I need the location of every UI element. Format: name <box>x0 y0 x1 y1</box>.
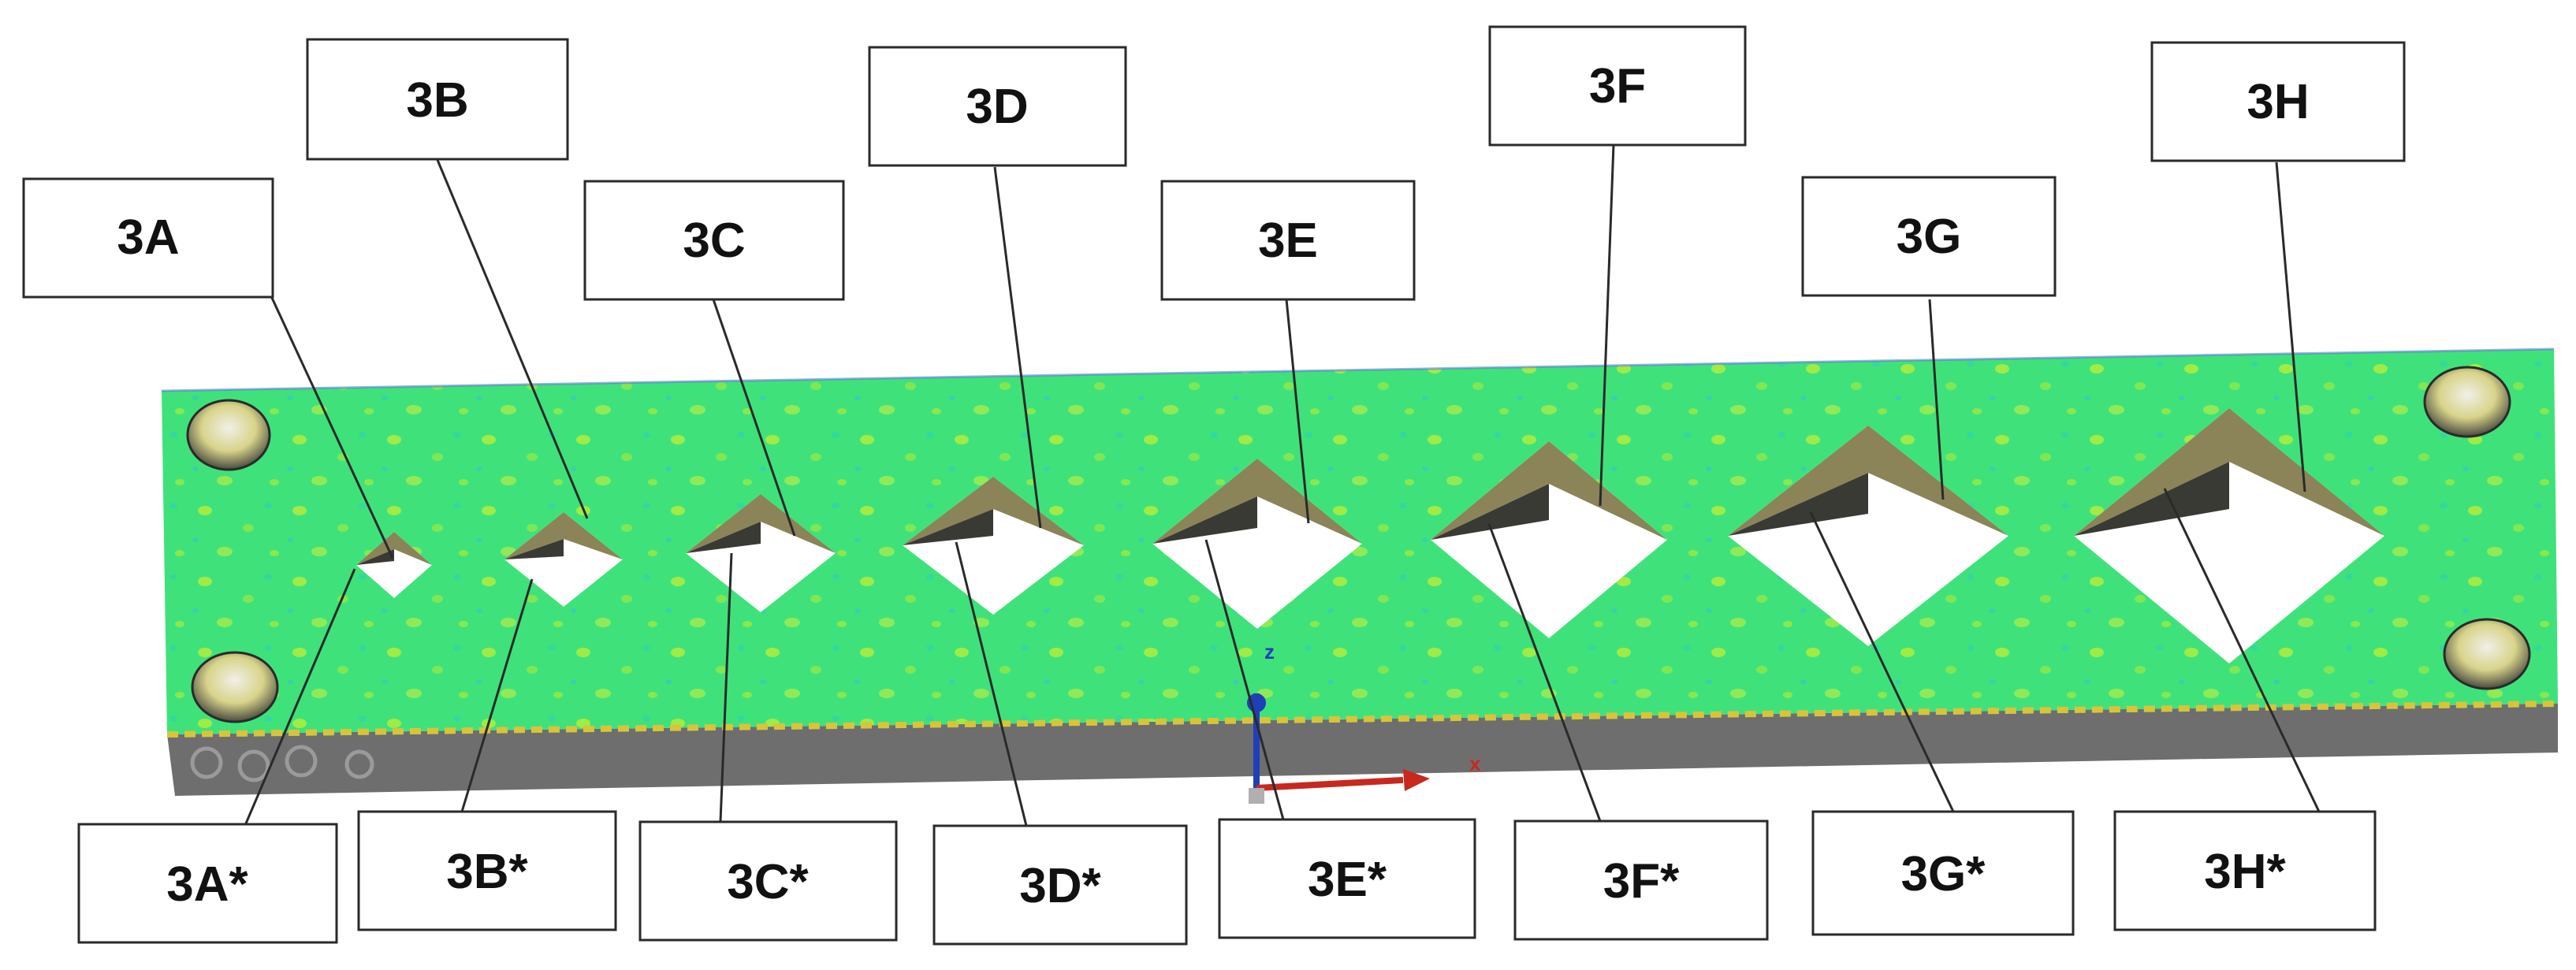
label-box-3A: 3A <box>22 177 274 299</box>
hole-3D-wall-dark <box>903 509 993 545</box>
label-box-3G: 3G <box>1801 176 2057 297</box>
label-3F: 3F <box>1589 59 1646 113</box>
label-3H: 3H <box>2247 75 2309 129</box>
leader-3E <box>1285 299 1310 524</box>
hole-3G <box>1728 426 2008 646</box>
coordinate-axes: z x <box>1247 640 1481 804</box>
leader-3B <box>436 159 589 519</box>
label-3A: 3A <box>117 210 179 265</box>
hole-3H <box>2074 408 2384 663</box>
test-plate <box>161 347 2559 796</box>
bolt-hole-bottom-left <box>191 651 279 723</box>
hole-3B <box>504 512 623 607</box>
label-3A-star: 3A* <box>166 857 248 912</box>
leader-3C <box>712 299 796 537</box>
leader-3D-star <box>955 541 1028 827</box>
label-box-3B-star: 3B* <box>357 810 617 931</box>
leader-3F <box>1599 144 1615 507</box>
leader-3A-star <box>244 568 356 824</box>
x-axis-label: x <box>1469 752 1481 775</box>
hole-3A-wall-dark <box>356 549 394 565</box>
bolt-holes <box>186 366 2531 723</box>
leader-3F-star <box>1487 523 1602 822</box>
label-3H-star: 3H* <box>2204 845 2286 899</box>
leader-3H-star <box>2163 488 2321 812</box>
label-box-3C-star: 3C* <box>638 820 898 942</box>
hole-3G-wall <box>1728 426 2008 536</box>
hole-3B-wall-dark <box>504 539 564 559</box>
label-3G-star: 3G* <box>1901 847 1986 901</box>
hole-3F-wall <box>1431 441 1667 540</box>
label-3D: 3D <box>966 80 1028 134</box>
leader-3D <box>993 166 1042 529</box>
hole-3A-wall <box>356 532 432 565</box>
bolt-hole-bottom-right <box>2443 618 2531 690</box>
label-box-3C: 3C <box>583 180 845 301</box>
label-box-3E: 3E <box>1160 180 1416 301</box>
label-box-3D: 3D <box>868 46 1127 167</box>
label-box-3D-star: 3D* <box>932 824 1188 946</box>
leader-3G <box>1928 299 1945 500</box>
hole-3C-wall-dark <box>686 522 761 553</box>
top-labels: 3A 3B 3C 3D 3E 3F 3G 3H <box>22 25 2406 301</box>
label-box-3B: 3B <box>306 38 569 161</box>
axis-origin <box>1249 788 1264 804</box>
leader-lines <box>244 144 2321 827</box>
bolt-hole-top-left <box>186 399 271 471</box>
bolt-hole-top-right <box>2423 366 2511 438</box>
hole-3B-wall <box>504 512 623 559</box>
x-axis-arrow <box>1403 769 1430 791</box>
leader-3A <box>270 297 394 559</box>
label-box-3F: 3F <box>1488 25 1747 147</box>
label-3B-star: 3B* <box>446 845 528 899</box>
plate-top-face <box>162 349 2558 734</box>
hole-3D-wall <box>903 477 1084 545</box>
hole-3C <box>686 494 836 612</box>
label-box-3H-star: 3H* <box>2113 810 2377 931</box>
label-box-3E-star: 3E* <box>1218 818 1476 939</box>
hole-3H-wall-dark <box>2074 462 2229 536</box>
label-3E-star: 3E* <box>1308 853 1387 907</box>
label-3C: 3C <box>683 214 745 268</box>
label-box-3A-star: 3A* <box>77 823 338 944</box>
hole-3H-wall <box>2074 408 2384 536</box>
label-3C-star: 3C* <box>727 855 809 909</box>
leader-3G-star <box>1809 511 1955 812</box>
leader-3E-star <box>1204 539 1285 820</box>
hole-3E-wall-dark <box>1152 496 1257 544</box>
diamond-holes <box>356 408 2384 663</box>
leader-3C-star <box>719 552 733 822</box>
x-axis-line <box>1256 777 1404 791</box>
label-box-3F-star: 3F* <box>1513 819 1769 941</box>
z-axis-label: z <box>1264 640 1275 663</box>
label-box-3H: 3H <box>2150 41 2406 162</box>
bottom-labels: 3A* 3B* 3C* 3D* 3E* 3F* 3G* 3H* <box>77 810 2377 946</box>
hole-3A <box>356 532 432 598</box>
label-3E: 3E <box>1258 214 1318 268</box>
hole-3C-wall <box>686 494 836 553</box>
leader-3H <box>2275 162 2306 492</box>
label-3D-star: 3D* <box>1019 859 1101 913</box>
hole-3E <box>1152 459 1362 629</box>
label-3G: 3G <box>1897 210 1962 264</box>
hole-3F-wall-dark <box>1431 484 1549 540</box>
label-box-3G-star: 3G* <box>1811 810 2075 936</box>
label-3B: 3B <box>406 73 468 128</box>
plate-side-marks <box>190 745 374 782</box>
hole-3E-wall <box>1152 459 1362 544</box>
hole-3G-wall-dark <box>1728 473 1868 536</box>
hole-3F <box>1431 441 1667 638</box>
plate-edge-top-highlight <box>161 347 2555 392</box>
leader-3B-star <box>460 578 534 812</box>
label-3F-star: 3F* <box>1603 854 1680 909</box>
